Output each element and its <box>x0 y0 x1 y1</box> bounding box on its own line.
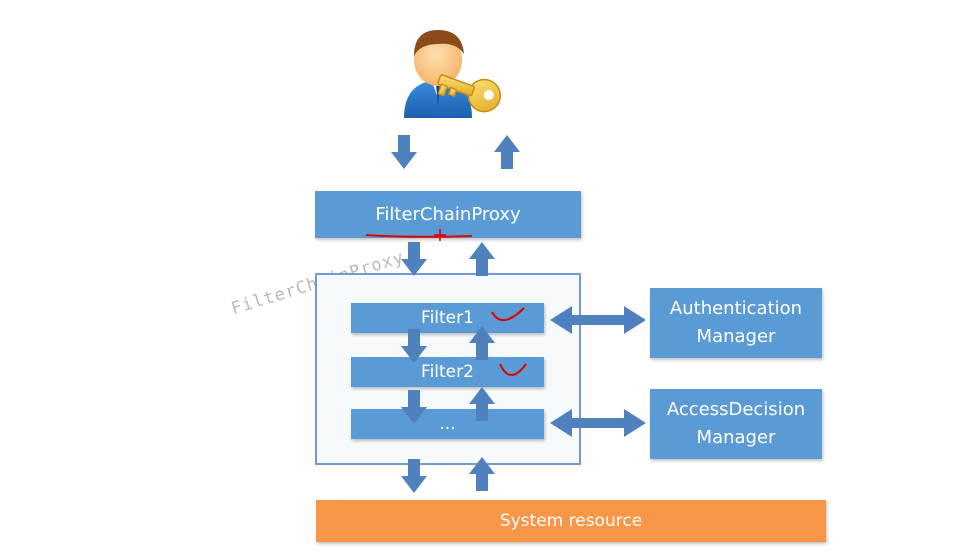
filter-more-box: ... <box>351 409 544 439</box>
arrow-down-filter2-to-more <box>401 390 427 424</box>
arrow-up-more-to-filter2 <box>469 387 495 421</box>
arrow-down-filter1-to-filter2 <box>401 329 427 363</box>
double-arrow-filter1-authentication <box>550 306 646 334</box>
authentication-manager-box: Authentication Manager <box>650 288 822 358</box>
filter-more-label: ... <box>439 414 456 434</box>
arrow-up-filter2-to-filter1 <box>469 326 495 360</box>
filter1-label: Filter1 <box>421 308 474 328</box>
access-decision-manager-line1: AccessDecision <box>666 399 806 420</box>
system-resource-box: System resource <box>316 500 826 542</box>
arrow-up-chain-to-proxy <box>469 242 495 276</box>
red-underline-annotation <box>365 234 473 238</box>
red-check-filter1 <box>491 307 525 321</box>
filter2-box: Filter2 <box>351 357 544 387</box>
authentication-manager-line2: Manager <box>696 326 776 347</box>
access-decision-manager-box: AccessDecision Manager <box>650 389 822 459</box>
filter-chain-proxy-box: FilterChainProxy <box>315 191 581 238</box>
authentication-manager-line1: Authentication <box>669 298 803 319</box>
access-decision-manager-line2: Manager <box>696 427 776 448</box>
arrow-down-chain-to-resource <box>401 459 427 493</box>
arrow-up-proxy-to-user <box>494 135 520 169</box>
arrow-down-proxy-to-chain <box>401 242 427 276</box>
red-plus-annotation <box>434 229 446 241</box>
red-check-filter2 <box>499 363 527 376</box>
filter-chain-proxy-label: FilterChainProxy <box>375 204 521 225</box>
arrow-up-resource-to-chain <box>469 457 495 491</box>
filter2-label: Filter2 <box>421 362 474 382</box>
system-resource-label: System resource <box>499 511 643 531</box>
arrow-down-user-to-proxy <box>391 135 417 169</box>
double-arrow-more-accessdecision <box>550 409 646 437</box>
